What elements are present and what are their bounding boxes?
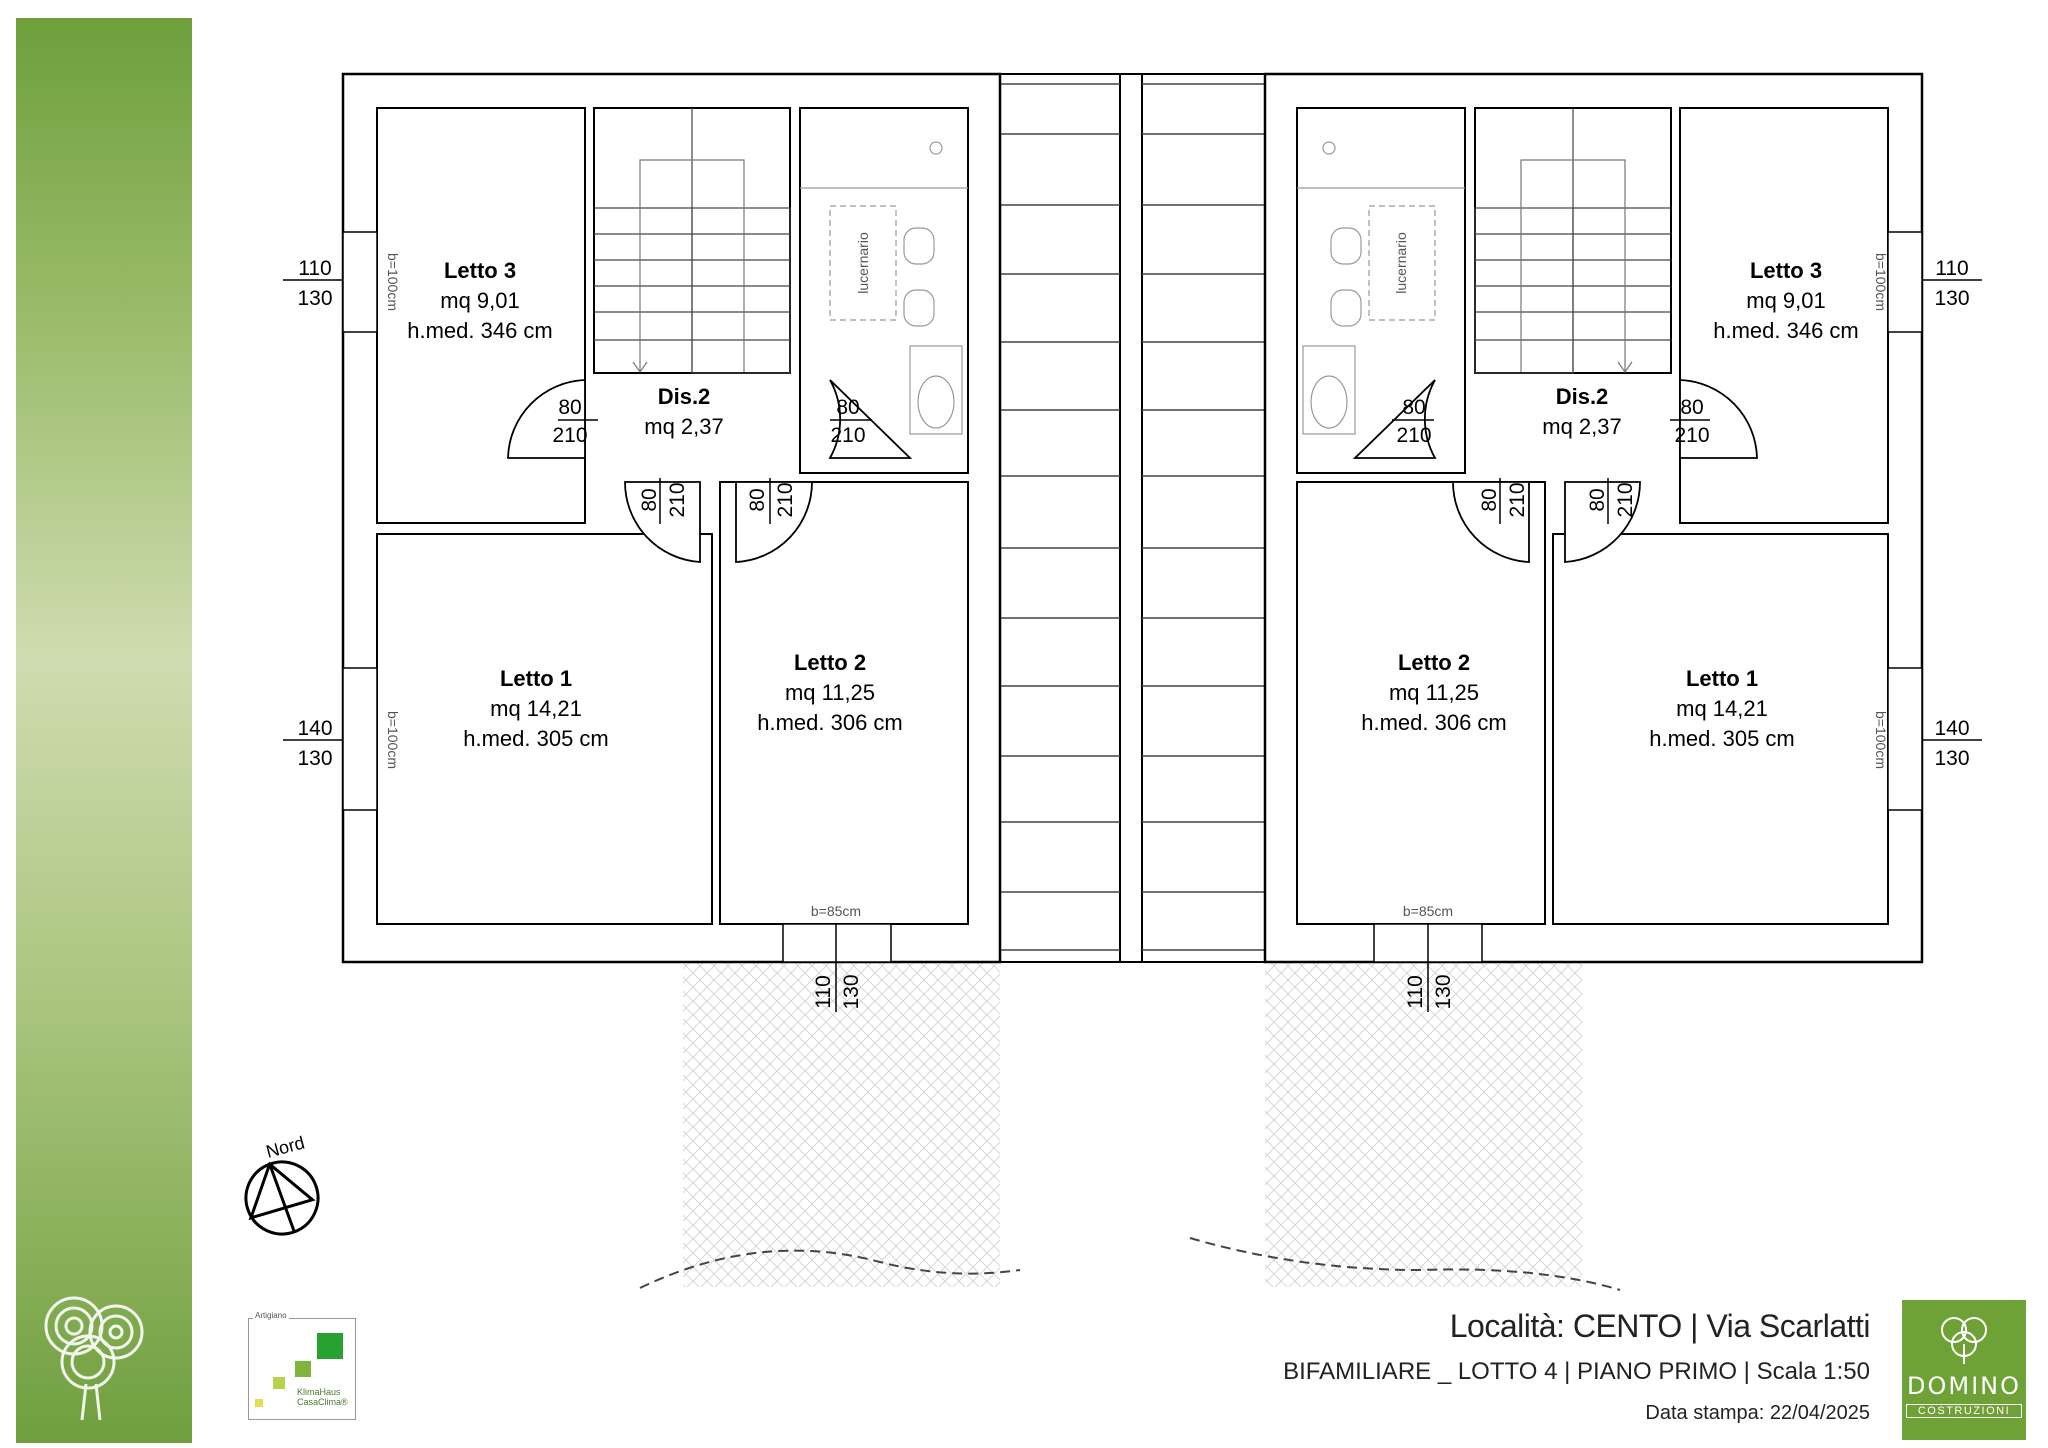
room-letto2-area-left: mq 11,25	[785, 680, 875, 705]
dim-door-h-l4: 210	[774, 482, 797, 517]
room-letto1-right	[1552, 533, 1889, 925]
dim-door-h-r1: 210	[1396, 424, 1431, 447]
room-letto1-area-right: mq 14,21	[1676, 696, 1768, 721]
room-letto2-height-right: h.med. 306 cm	[1361, 710, 1507, 735]
north-arrow-icon	[244, 1160, 320, 1236]
domino-subtitle: COSTRUZIONI	[1906, 1404, 2022, 1418]
room-letto1-height-left: h.med. 305 cm	[463, 726, 609, 751]
room-letto1-name-left: Letto 1	[500, 666, 572, 691]
room-letto3-name-right: Letto 3	[1750, 258, 1822, 283]
window-b85-right: b=85cm	[1403, 903, 1453, 919]
room-letto2-name-right: Letto 2	[1398, 650, 1470, 675]
room-letto3-name-left: Letto 3	[444, 258, 516, 283]
klimahaus-logo: Artigiano KlimaHaus CasaClima®	[248, 1311, 356, 1420]
room-letto3-area-right: mq 9,01	[1746, 288, 1826, 313]
dim-door-h-r2: 210	[1674, 424, 1709, 447]
skylight-label-left: lucernario	[855, 232, 871, 294]
side-banner	[16, 18, 192, 1443]
bathroom-right	[1296, 107, 1466, 474]
dim-door-w-r4: 80	[1586, 488, 1609, 511]
roof-strip	[999, 73, 1266, 963]
lot-description: BIFAMILIARE _ LOTTO 4 | PIANO PRIMO | Sc…	[1283, 1358, 1870, 1385]
dim-win-bottom-w-right: 110	[1404, 975, 1427, 1008]
dims-right	[1392, 279, 1982, 1012]
room-dis2-area-left: mq 2,37	[644, 414, 724, 439]
room-letto1-height-right: h.med. 305 cm	[1649, 726, 1795, 751]
window-b85-left: b=85cm	[811, 903, 861, 919]
room-letto1-left	[376, 533, 713, 925]
dim-win-top-h-left: 130	[297, 287, 332, 310]
paving-right	[1265, 962, 1582, 1287]
window-b100-top-right: b=100cm	[1873, 253, 1889, 311]
dim-win-mid-h-right: 130	[1934, 747, 1969, 770]
klimahaus-name: KlimaHaus CasaClima®	[297, 1387, 348, 1407]
dim-door-h-l2: 210	[830, 424, 865, 447]
dims-left	[283, 279, 872, 1012]
dim-door-w-l3: 80	[638, 488, 661, 511]
skylight-label-right: lucernario	[1393, 232, 1409, 294]
dim-door-w-r3: 80	[1478, 488, 1501, 511]
dim-win-bottom-w-left: 110	[812, 975, 835, 1008]
dim-door-h-l3: 210	[666, 482, 689, 517]
dim-win-bottom-h-right: 130	[1432, 974, 1455, 1009]
room-letto2-name-left: Letto 2	[794, 650, 866, 675]
dim-win-bottom-h-left: 130	[840, 974, 863, 1009]
dim-door-w-l4: 80	[746, 488, 769, 511]
domino-tree-icon	[1941, 1317, 1987, 1364]
room-letto3-right	[1679, 107, 1889, 524]
dim-win-top-w-left: 110	[298, 257, 331, 280]
klimahaus-caption: Artigiano	[253, 1311, 289, 1320]
room-letto3-height-left: h.med. 346 cm	[407, 318, 553, 343]
room-letto2-area-right: mq 11,25	[1389, 680, 1479, 705]
bathroom-left	[799, 107, 969, 474]
location-title: Località: CENTO | Via Scarlatti	[1449, 1308, 1871, 1344]
klimahaus-name-line2: CasaClima®	[297, 1397, 348, 1407]
dim-win-top-w-right: 110	[1935, 257, 1968, 280]
dim-win-mid-w-left: 140	[297, 717, 332, 740]
domino-logo: DOMINO COSTRUZIONI	[1902, 1300, 2026, 1440]
room-letto3-height-right: h.med. 346 cm	[1713, 318, 1859, 343]
window-b100-mid-left: b=100cm	[385, 711, 401, 769]
room-dis2-name-right: Dis.2	[1556, 384, 1609, 409]
paving-break-right	[1189, 1237, 1621, 1291]
dim-door-w-r2: 80	[1680, 396, 1703, 419]
north-label: Nord	[264, 1132, 307, 1161]
room-letto1-area-left: mq 14,21	[490, 696, 582, 721]
klimahaus-name-line1: KlimaHaus	[297, 1387, 341, 1397]
room-letto3-left	[376, 107, 586, 524]
dim-door-h-r3: 210	[1506, 482, 1529, 517]
room-letto3-area-left: mq 9,01	[440, 288, 520, 313]
room-letto2-height-left: h.med. 306 cm	[757, 710, 903, 735]
paving-break-left	[639, 1249, 1021, 1289]
dim-door-w-r1: 80	[1402, 396, 1425, 419]
dim-door-w-l2: 80	[836, 396, 859, 419]
dim-door-w-l1: 80	[558, 396, 581, 419]
dim-win-mid-w-right: 140	[1934, 717, 1969, 740]
room-dis2-area-right: mq 2,37	[1542, 414, 1622, 439]
room-letto1-name-right: Letto 1	[1686, 666, 1758, 691]
window-b100-top-left: b=100cm	[385, 253, 401, 311]
unit-left: lucernario Dis.2 mq 2,37 b=100cm b=100cm…	[341, 72, 1002, 964]
domino-brand: DOMINO	[1907, 1372, 2021, 1400]
dim-win-mid-h-left: 130	[297, 747, 332, 770]
dim-door-h-r4: 210	[1614, 482, 1637, 517]
room-dis2-name-left: Dis.2	[658, 384, 711, 409]
dim-door-h-l1: 210	[552, 424, 587, 447]
paving-left	[683, 962, 1000, 1287]
dim-win-top-h-right: 130	[1934, 287, 1969, 310]
tree-logo-icon	[44, 1296, 144, 1421]
window-b100-mid-right: b=100cm	[1873, 711, 1889, 769]
unit-right: lucernario Dis.2 mq 2,37 b=100cm b=100cm…	[1263, 72, 1924, 964]
print-date: Data stampa: 22/04/2025	[1645, 1402, 1870, 1424]
